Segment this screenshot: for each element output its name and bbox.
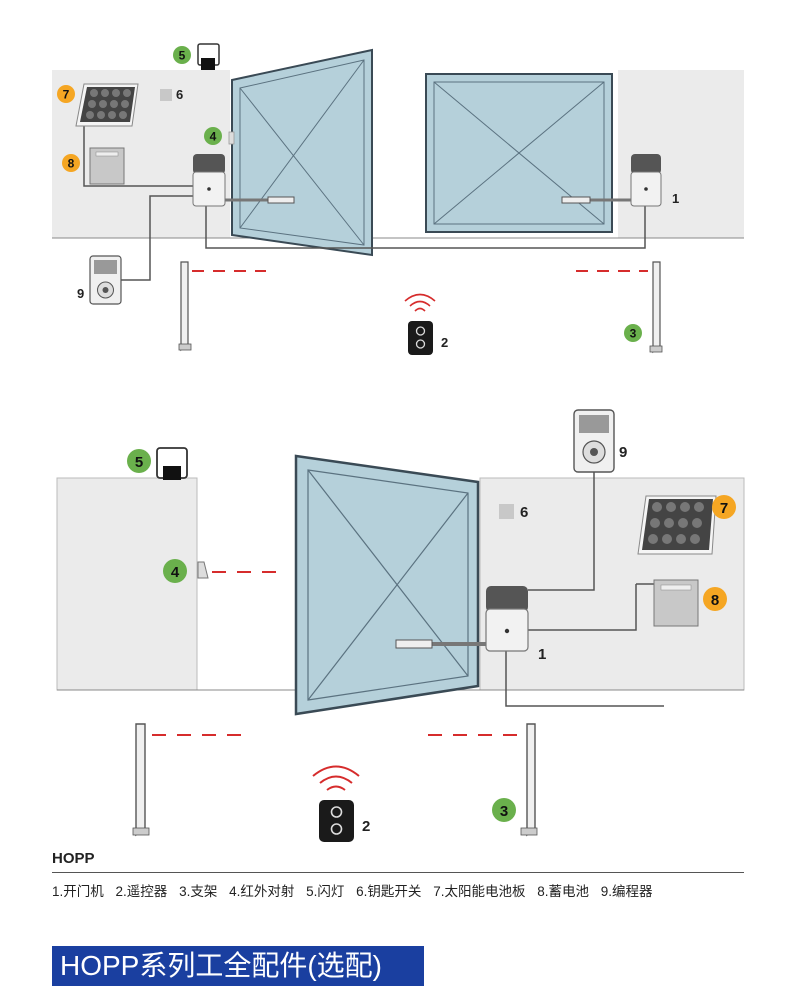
badge-5: 5 (173, 46, 191, 64)
label-1: 1 (672, 191, 679, 206)
badge-3: 3 (624, 324, 642, 342)
remote-signal-icon (404, 293, 436, 312)
legend-item-4: 4.红外对射 (229, 884, 295, 899)
badge-label: 4 (210, 130, 217, 144)
flashing-light-icon (156, 447, 188, 480)
programmer-icon (89, 255, 122, 305)
section-banner-text: HOPP系列工全配件(选配) (60, 950, 383, 981)
label-9: 9 (619, 444, 627, 461)
caption-divider (52, 872, 744, 873)
badge-8: 8 (703, 587, 727, 611)
badge-3: 3 (492, 798, 516, 822)
caption-legend: 1.开门机 2.遥控器 3.支架 4.红外对射 5.闪灯 6.钥匙开关 7.太阳… (52, 880, 661, 900)
caption-title: HOPP (52, 850, 95, 867)
left-pillar-wall (56, 477, 198, 691)
legend-item-1: 1.开门机 (52, 884, 104, 899)
right-photocell-post (520, 723, 538, 837)
badge-5: 5 (127, 449, 151, 473)
remote-signal-icon (312, 765, 360, 791)
badge-label: 4 (171, 564, 180, 581)
legend-item-7: 7.太阳能电池板 (433, 884, 526, 899)
label-6: 6 (176, 87, 183, 102)
battery-icon (653, 579, 699, 627)
label-9: 9 (77, 286, 84, 301)
remote-control-icon (408, 321, 433, 355)
left-gate-leaf (231, 48, 373, 257)
solar-panel-icon (637, 495, 717, 555)
photocell-icon (228, 131, 235, 145)
top-gate-diagram: 5 6 7 8 4 (52, 43, 744, 355)
badge-7: 7 (712, 495, 736, 519)
key-switch-icon (499, 504, 514, 519)
legend-item-3: 3.支架 (179, 884, 218, 899)
section-banner: HOPP系列工全配件(选配) (52, 946, 424, 986)
flashing-light-icon (197, 43, 220, 70)
solar-panel-icon (75, 83, 139, 127)
right-gate-leaf (425, 73, 613, 233)
badge-4: 4 (204, 127, 222, 145)
badge-label: 3 (500, 803, 508, 820)
gate-leaf (294, 454, 480, 716)
left-photocell-post (178, 261, 192, 352)
programmer-icon (573, 409, 615, 473)
legend-item-6: 6.钥匙开关 (356, 884, 422, 899)
legend-item-5: 5.闪灯 (306, 884, 345, 899)
bottom-gate-diagram: 5 4 6 9 7 8 (56, 409, 745, 842)
badge-7: 7 (57, 85, 75, 103)
badge-8: 8 (62, 154, 80, 172)
right-photocell-post (649, 261, 663, 354)
badge-label: 7 (720, 500, 728, 517)
remote-control-icon (319, 800, 354, 842)
left-gate-operator-icon (192, 154, 295, 207)
badge-label: 3 (630, 327, 637, 341)
gate-operator-icon (395, 586, 529, 652)
label-6: 6 (520, 504, 528, 521)
badge-label: 8 (711, 592, 719, 609)
badge-4: 4 (163, 559, 187, 583)
badge-label: 8 (68, 157, 75, 171)
wall-photocell-icon (197, 561, 209, 579)
legend-item-8: 8.蓄电池 (537, 884, 589, 899)
label-2: 2 (362, 818, 370, 835)
label-2: 2 (441, 335, 448, 350)
label-1: 1 (538, 646, 546, 663)
legend-item-9: 9.编程器 (600, 884, 653, 899)
key-switch-icon (160, 89, 172, 101)
legend-item-2: 2.遥控器 (115, 884, 168, 899)
badge-label: 5 (135, 454, 143, 471)
right-gate-operator-icon (561, 154, 662, 207)
left-photocell-post (132, 723, 150, 837)
battery-icon (89, 147, 125, 185)
badge-label: 5 (179, 49, 186, 63)
badge-label: 7 (63, 88, 70, 102)
